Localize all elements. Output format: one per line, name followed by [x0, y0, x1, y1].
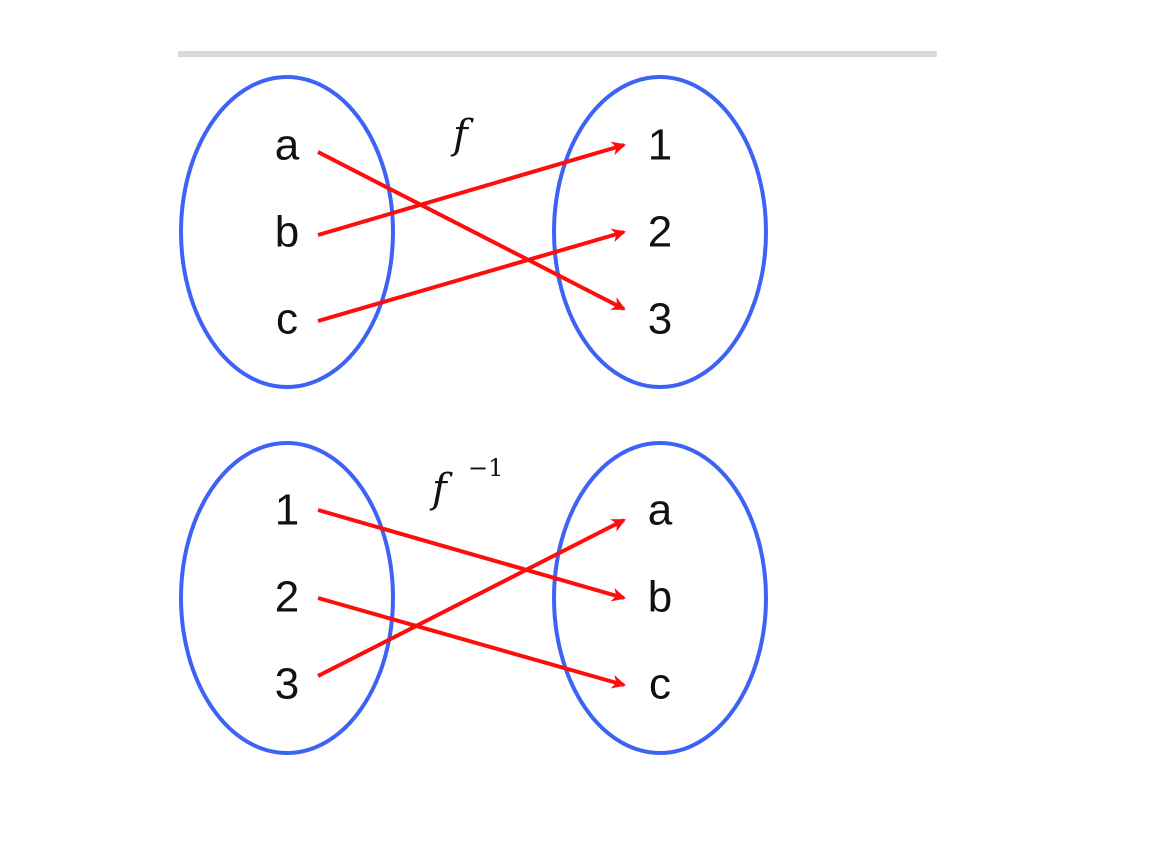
domain-set-ellipse — [179, 75, 395, 389]
inverse-domain-element-1: 1 — [275, 486, 299, 535]
arrow-1-to-b — [317, 508, 626, 602]
arrow-b-to-1 — [317, 141, 626, 237]
inverse-codomain-set-ellipse — [552, 441, 768, 755]
mapping-f-inverse: 1 2 3 a b c f −1 — [179, 441, 768, 755]
inverse-domain-set-ellipse — [179, 441, 395, 755]
codomain-element-3: 3 — [648, 295, 672, 344]
inverse-codomain-element-c: c — [649, 660, 671, 709]
domain-element-b: b — [275, 208, 299, 257]
codomain-set-ellipse — [552, 75, 768, 389]
inverse-domain-element-3: 3 — [275, 660, 299, 709]
top-divider — [178, 51, 937, 57]
function-label-f: f — [450, 112, 474, 158]
inverse-superscript: −1 — [468, 454, 503, 482]
arrow-a-to-3 — [317, 150, 626, 311]
arrow-2-to-c — [317, 596, 626, 689]
function-label-f-inverse: f — [429, 466, 453, 512]
arrow-3-to-a — [317, 518, 626, 678]
domain-element-c: c — [276, 295, 298, 344]
codomain-element-1: 1 — [648, 121, 672, 170]
inverse-codomain-element-a: a — [648, 486, 673, 535]
domain-element-a: a — [275, 121, 300, 170]
inverse-domain-element-2: 2 — [275, 573, 299, 622]
codomain-element-2: 2 — [648, 208, 672, 257]
mapping-f: a b c 1 2 3 f — [179, 75, 768, 389]
arrow-c-to-2 — [317, 228, 626, 323]
inverse-codomain-element-b: b — [648, 573, 672, 622]
